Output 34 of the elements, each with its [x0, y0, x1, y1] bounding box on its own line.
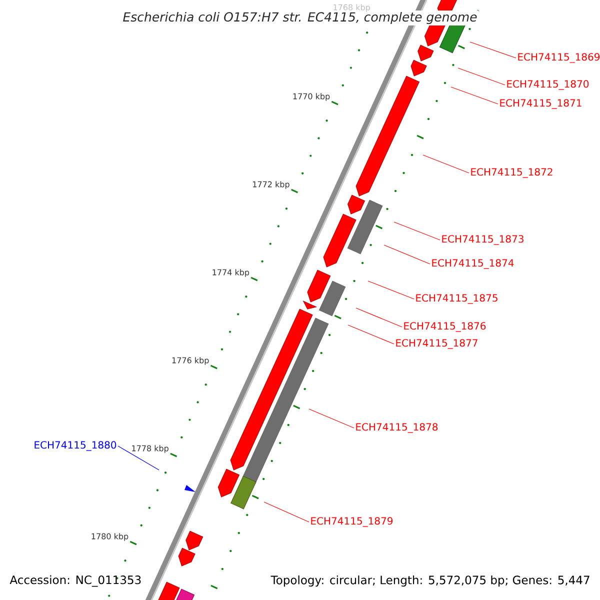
gene-label: ECH74115_1880 [34, 441, 116, 451]
gene-label: ECH74115_1875 [416, 294, 498, 304]
leader-line [422, 154, 470, 174]
leader-line [118, 446, 160, 470]
leader-line [308, 408, 354, 428]
leader-line [356, 308, 402, 328]
leader-line [384, 244, 430, 264]
accession-text: Accession: NC_011353 [10, 575, 141, 587]
leader-line [470, 42, 516, 58]
gene-label: ECH74115_1876 [404, 322, 486, 332]
leader-line [394, 222, 440, 240]
leader-line [458, 68, 506, 86]
tick-label: 1778 kbp [132, 445, 168, 453]
tick-label: 1768 kbp [334, 4, 370, 12]
tick-label: 1780 kbp [92, 533, 128, 541]
gene-label: ECH74115_1878 [356, 423, 438, 433]
gene-label: ECH74115_1874 [432, 259, 514, 269]
leader-line [348, 324, 394, 344]
gene-label: ECH74115_1869 [518, 53, 600, 63]
tick-label: 1774 kbp [212, 269, 250, 277]
gene-label: ECH74115_1877 [396, 339, 478, 349]
tick-label: 1776 kbp [172, 357, 209, 365]
genome-info-text: Topology: circular; Length: 5,572,075 bp; Genes: 5,447 [270, 575, 590, 587]
title: Escherichia coli O157:H7 str. EC4115, complete genome [121, 10, 479, 26]
tick-label: 1772 kbp [253, 181, 290, 189]
leader-line [264, 502, 310, 522]
gene-label: ECH74115_1879 [311, 517, 393, 527]
gene-label: ECH74115_1871 [500, 99, 582, 109]
leader-line [368, 280, 414, 300]
tick-label: 1770 kbp [293, 93, 330, 101]
leader-line [450, 86, 498, 104]
gene-label: ECH74115_1873 [442, 235, 524, 245]
gene-label: ECH74115_1872 [471, 168, 552, 178]
gene-label: ECH74115_1870 [507, 80, 589, 90]
